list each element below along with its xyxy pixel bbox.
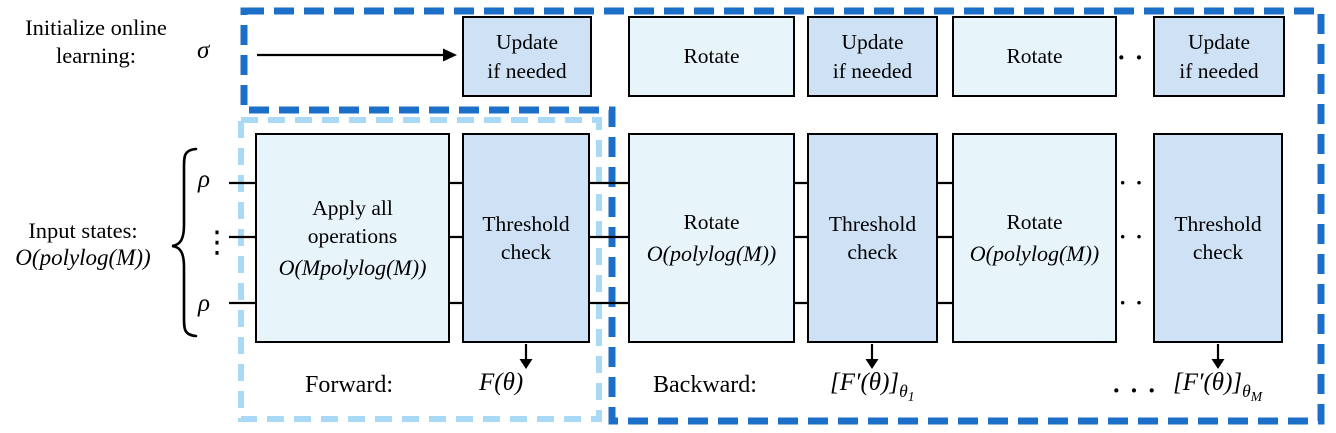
rho-top-label: ρ [198,166,210,193]
box-label-line: if needed [1179,58,1259,83]
box-label-line: check [500,240,552,264]
box-label-line: Rotate [1006,209,1063,234]
box-label-line: Apply all [312,195,393,220]
box-label-line: Rotate [683,44,740,69]
rotate-top-box-1: Rotate [628,16,795,97]
box-complexity: O(polylog(M)) [646,241,777,267]
rotate-top-box-2: Rotate [952,16,1117,97]
init-online-learning-label: Initialize online learning: [25,15,167,68]
rotate-box-1: Rotate O(polylog(M)) [628,133,795,343]
forward-dashed-border [238,117,602,422]
gradient-main: [F′(θ)] [1173,369,1243,396]
update-if-needed-box-3: Update if needed [1153,16,1285,97]
gradient-sub: θ [1242,380,1251,401]
box-label-line: if needed [487,58,567,83]
rho-bottom-label: ρ [198,290,210,317]
box-label-line: Rotate [1006,44,1063,69]
update-if-needed-box-2: Update if needed [807,16,938,97]
gradient-output-1: [F′(θ)]θ1 [830,369,915,405]
gradient1-arrow-head [865,359,879,369]
rotate-box-2: Rotate O(polylog(M)) [952,133,1117,343]
box-complexity: O(polylog(M)) [969,241,1100,267]
backward-label: Backward: [653,372,757,398]
box-label-line: check [847,240,898,264]
threshold-check-box-2: Threshold check [807,133,938,343]
qubit-wires [229,181,953,305]
input-states-text: Input states: [28,218,138,243]
wire-ellipsis-2: ··· [1119,224,1169,249]
box-label-line: Threshold [482,211,570,236]
forward-output-label: F(θ) [479,369,524,396]
box-label-line: Update [841,30,904,55]
online-learning-dashed-border [240,7,1325,425]
box-label-line: operations [307,223,398,248]
gradient-index: 1 [907,388,915,404]
box-label-line: Threshold [1174,211,1262,236]
apply-all-operations-box: Apply all operations O(Mpolylog(M)) [255,133,450,343]
gradient-output-M: [F′(θ)]θM [1173,369,1262,405]
gradient-sub: θ [899,380,908,401]
gradientM-arrow-head [1211,359,1225,369]
box-label-line: check [1192,240,1244,264]
bottom-row-ellipsis: ··· [1112,376,1166,405]
box-complexity: O(Mpolylog(M)) [278,255,427,281]
input-states-label: Input states: O(polylog(M)) [0,217,166,271]
threshold-check-box-3: Threshold check [1153,133,1283,343]
threshold-check-box-1: Threshold check [462,133,590,343]
update-if-needed-box-1: Update if needed [462,16,592,97]
forward-label: Forward: [305,372,393,398]
box-label-line: if needed [832,58,913,83]
vertical-dots: ⋮ [202,225,232,260]
box-label-line: Rotate [683,209,740,234]
wire-ellipsis-3: ··· [1119,290,1169,315]
box-label-line: Update [1187,30,1251,55]
input-states-complexity: O(polylog(M)) [15,245,151,270]
box-label-line: Update [495,30,559,55]
forward-output-arrow-head [519,359,533,369]
box-label-line: Threshold [828,211,917,236]
wire-ellipsis-1: ··· [1119,170,1169,195]
sigma-state-label: σ [197,37,210,64]
gradient-index: M [1250,388,1263,404]
input-states-brace [171,147,198,338]
gradient-main: [F′(θ)] [830,369,900,396]
sigma-arrow-head [443,48,457,62]
